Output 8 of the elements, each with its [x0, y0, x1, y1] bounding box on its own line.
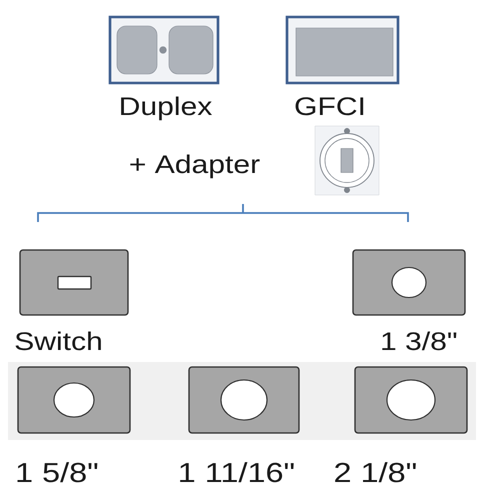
- type-label: + Adapter: [130, 154, 260, 178]
- type-label: GFCI: [296, 97, 364, 116]
- size-label: 1 5/8": [18, 462, 98, 482]
- size-label: 1 3/8": [382, 332, 456, 350]
- size-label: 2 1/8": [335, 462, 416, 482]
- type-label: Duplex: [121, 96, 212, 120]
- size-label: 1 11/16": [180, 462, 294, 482]
- type-label: Switch: [16, 332, 101, 350]
